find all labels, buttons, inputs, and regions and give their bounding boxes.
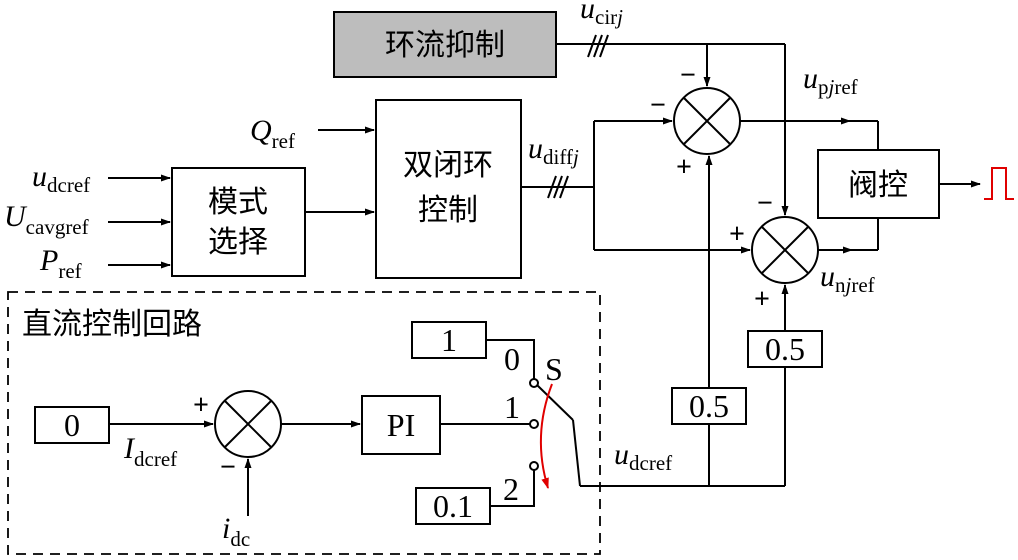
ucirj-bus-tick-3 bbox=[599, 34, 609, 58]
udiffj-bus-tick-1 bbox=[547, 175, 557, 199]
const-1-value: 1 bbox=[441, 322, 457, 358]
dc-control-region bbox=[7, 291, 601, 555]
valve-control-label: 阀控 bbox=[848, 168, 908, 203]
unjref-label: unjref bbox=[820, 260, 875, 297]
switch-input-0-line bbox=[486, 339, 535, 379]
switch-pos-2-label: 2 bbox=[503, 471, 519, 507]
ucavgref-label: Ucavgref bbox=[4, 200, 89, 239]
ucirj-bus-tick-1 bbox=[587, 34, 597, 58]
switch-contact-2 bbox=[529, 461, 539, 471]
pi-block bbox=[361, 395, 441, 455]
qref-label: Qref bbox=[250, 114, 295, 153]
udiffj-bus-tick-3 bbox=[559, 175, 569, 199]
lower-sum-bottom-sign: + bbox=[754, 284, 770, 315]
circulating-suppression-block bbox=[333, 11, 557, 78]
const-0-box bbox=[34, 406, 110, 444]
const-0-value: 0 bbox=[64, 407, 80, 443]
upper-sum-bottom-sign: + bbox=[676, 152, 692, 183]
dc-loop-title: 直流控制回路 bbox=[22, 307, 202, 342]
pref-label: Pref bbox=[39, 244, 82, 283]
upper-sum-top-sign: − bbox=[680, 60, 696, 91]
mode-selection-block bbox=[171, 167, 306, 277]
udiffj-bus-tick-2 bbox=[553, 175, 563, 199]
lower-sum-left-sign: + bbox=[729, 219, 745, 250]
idc-label: idc bbox=[222, 512, 250, 551]
sum-junction-upper bbox=[673, 87, 741, 155]
mode-label-line1: 模式 bbox=[208, 185, 268, 220]
upper-sum-left-sign: − bbox=[650, 90, 666, 121]
ucirj-bus-tick-2 bbox=[593, 34, 603, 58]
const-0-5-value-a: 0.5 bbox=[689, 388, 729, 424]
switch-contact-0 bbox=[529, 378, 539, 388]
circulating-suppression-label: 环流抑制 bbox=[385, 28, 505, 63]
switch-label-s: S bbox=[545, 351, 563, 387]
ucirj-label: ucirj bbox=[580, 0, 623, 29]
udiffj-label: udiffj bbox=[528, 132, 579, 169]
udcref-input-label: udcref bbox=[32, 160, 90, 197]
pi-label: PI bbox=[387, 407, 415, 443]
switch-input-2-line bbox=[490, 470, 535, 507]
dc-sum-minus-sign: − bbox=[220, 452, 236, 483]
mode-label-line2: 选择 bbox=[208, 225, 268, 260]
const-0-1-value: 0.1 bbox=[433, 488, 473, 524]
udcref-output-label: udcref bbox=[614, 438, 672, 475]
pulse-symbol bbox=[984, 167, 1014, 200]
switch-direction-arrow bbox=[539, 383, 553, 490]
lower-sum-top-sign: − bbox=[757, 188, 773, 219]
const-0-5-box-b bbox=[747, 330, 823, 368]
dual-loop-label-line1: 双闭环 bbox=[403, 148, 493, 183]
dual-loop-control-block bbox=[375, 99, 522, 279]
sum-junction-dc bbox=[214, 390, 282, 458]
switch-pos-0-label: 0 bbox=[504, 341, 520, 377]
sum-junction-lower bbox=[751, 216, 819, 284]
switch-output-line bbox=[572, 419, 581, 487]
idcref-label: Idcref bbox=[123, 432, 177, 471]
switch-blade bbox=[536, 384, 574, 421]
switch-contact-1 bbox=[529, 419, 539, 429]
const-0-5-value-b: 0.5 bbox=[765, 331, 805, 367]
dc-sum-plus-sign: + bbox=[193, 390, 209, 421]
dual-loop-label-line2: 控制 bbox=[418, 193, 478, 228]
upjref-label: upjref bbox=[803, 62, 858, 99]
switch-pos-1-label: 1 bbox=[504, 389, 520, 425]
